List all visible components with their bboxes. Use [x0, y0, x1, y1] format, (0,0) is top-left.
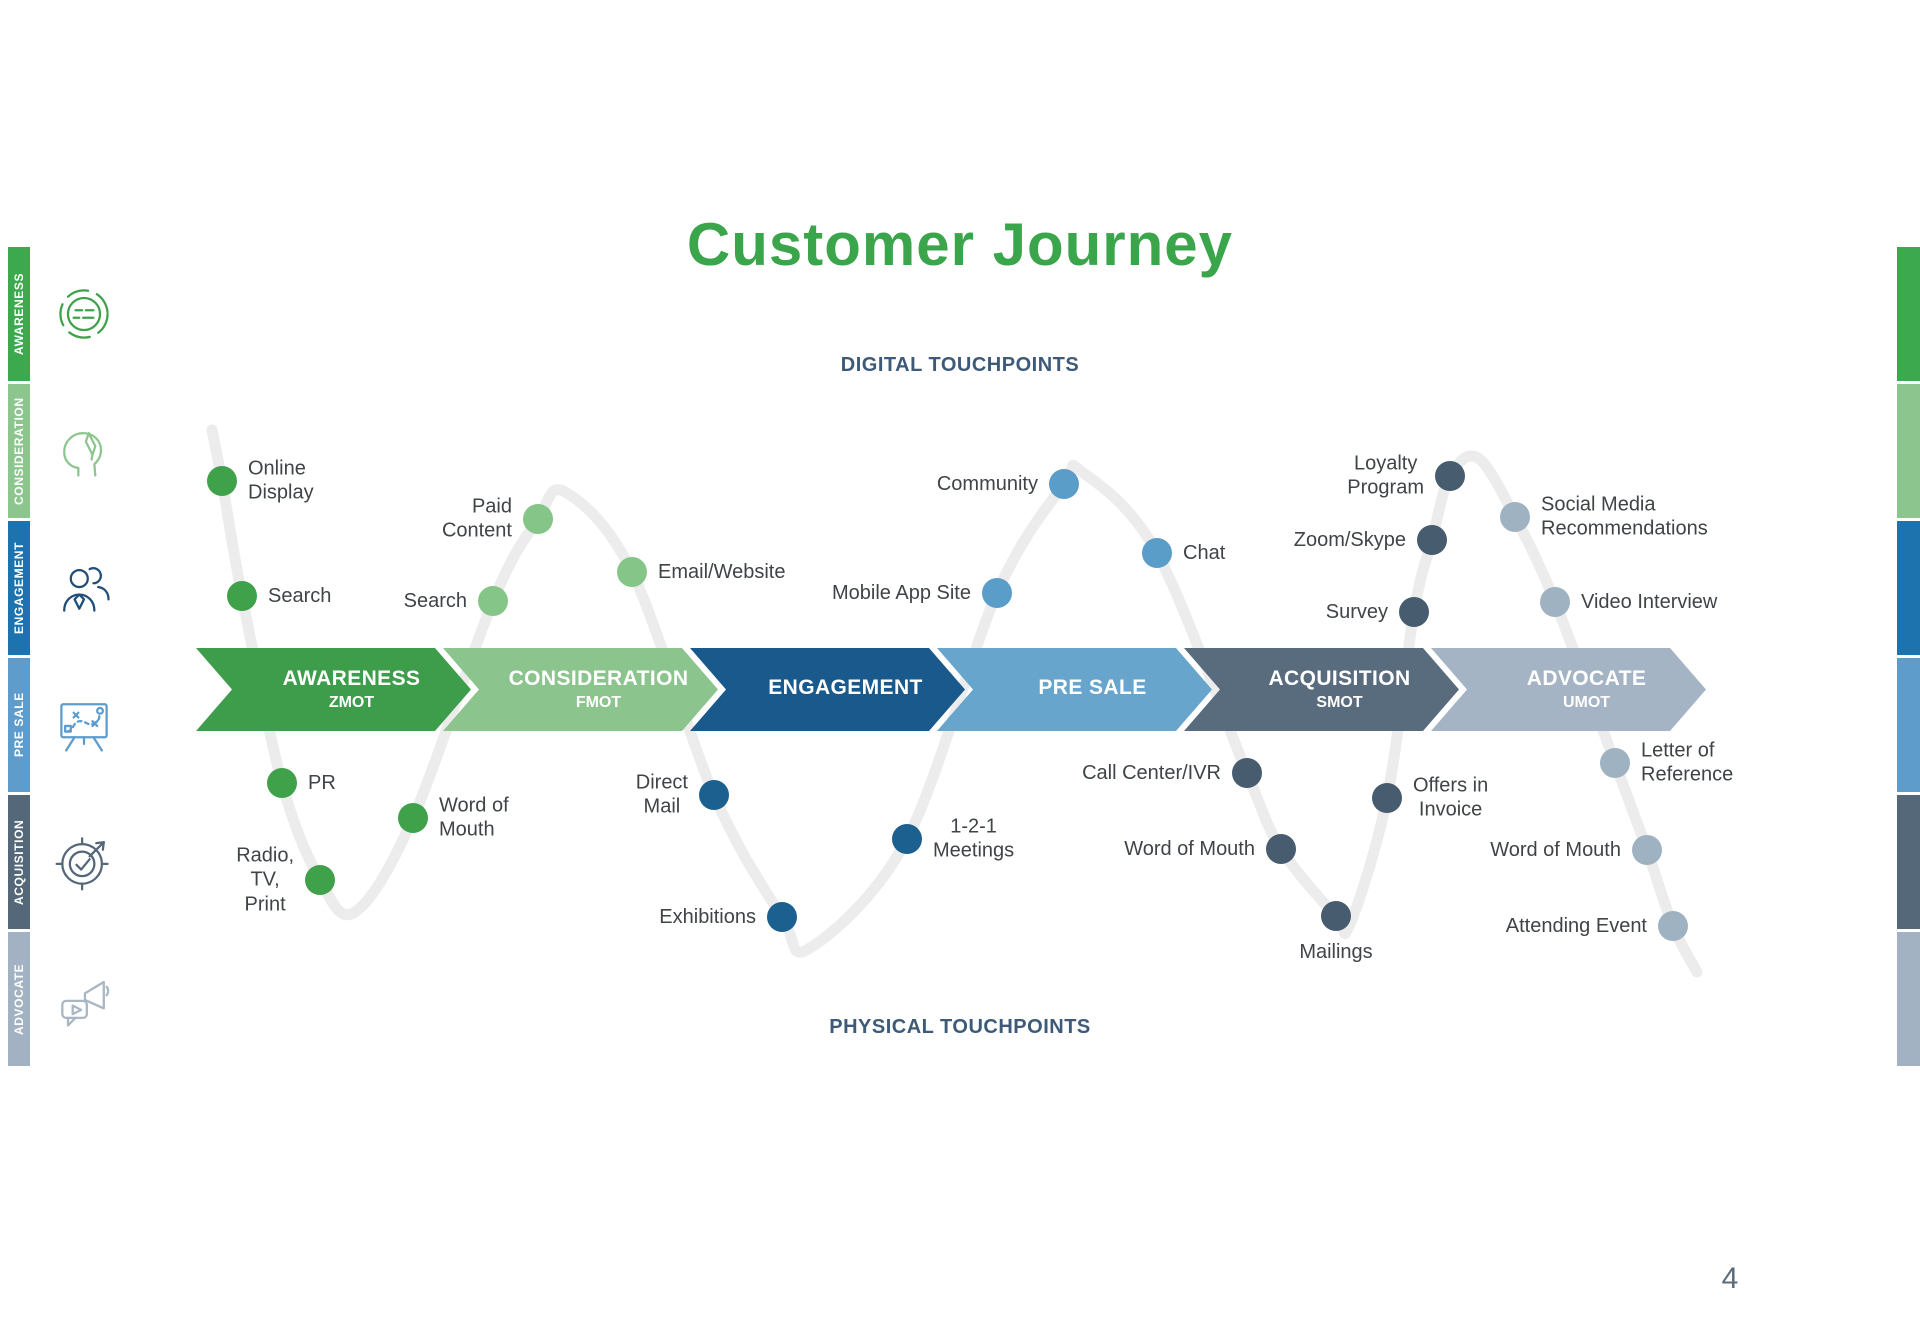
touchpoint-label: Exhibitions — [659, 905, 756, 928]
touchpoint-label: Mailings — [1299, 941, 1373, 963]
touchpoint-dot — [207, 466, 237, 496]
touchpoint-label: Paid Content — [441, 495, 512, 542]
touchpoint-label: Social Media Recommendations — [1541, 493, 1708, 540]
rail-segment-advocate: ADVOCATE — [8, 932, 30, 1066]
stage-chevron-consideration: CONSIDERATION FMOT — [443, 648, 718, 731]
touchpoint-label: Attending Event — [1505, 914, 1647, 937]
touchpoint-label: Chat — [1183, 541, 1226, 564]
digital-touchpoints-label: DIGITAL TOUCHPOINTS — [840, 354, 1080, 376]
touchpoint-dot — [1142, 538, 1172, 568]
touchpoint-label: Email/Website — [658, 560, 786, 583]
touchpoint-dot — [982, 578, 1012, 608]
touchpoint-dot — [398, 803, 428, 833]
stage-chevron-label: CONSIDERATION — [508, 667, 689, 690]
touchpoint-dot — [1049, 469, 1079, 499]
touchpoint-label: PR — [308, 771, 336, 794]
stage-chevron-presale: PRE SALE — [937, 648, 1212, 731]
journey-wave-path — [206, 424, 1703, 978]
touchpoint-dot — [1632, 835, 1662, 865]
head-pencil-icon — [49, 384, 119, 518]
stage-chevron-label: ACQUISITION — [1268, 667, 1411, 690]
people-icon — [49, 521, 119, 655]
stage-chevron-awareness: AWARENESS ZMOT — [196, 648, 471, 731]
rail-segment — [1897, 932, 1920, 1066]
rail-segment — [1897, 384, 1920, 518]
touchpoint-label: 1-2-1 Meetings — [933, 815, 1015, 862]
rail-segment — [1897, 658, 1920, 792]
rail-segment-engagement: ENGAGEMENT — [8, 521, 30, 655]
stage-icon-rail — [49, 247, 119, 1069]
stage-chevron-engagement: ENGAGEMENT — [690, 648, 965, 731]
touchpoint-label: Community — [936, 472, 1038, 495]
strategy-board-icon — [49, 658, 119, 792]
touchpoint-label: Loyalty Program — [1347, 452, 1424, 499]
stage-chevron-label: ENGAGEMENT — [768, 676, 923, 699]
touchpoint-dot — [699, 780, 729, 810]
touchpoint-dot — [1417, 525, 1447, 555]
touchpoint-dot — [305, 865, 335, 895]
touchpoint-label: Radio, TV, Print — [236, 844, 294, 916]
touchpoint-dot — [767, 902, 797, 932]
touchpoint-dot — [1500, 502, 1530, 532]
stage-chevron-sublabel: ZMOT — [328, 694, 375, 711]
touchpoint-label: Mobile App Site — [832, 581, 971, 604]
touchpoint-label: Search — [403, 589, 467, 612]
megaphone-icon — [49, 932, 119, 1066]
touchpoint-dot — [1600, 748, 1630, 778]
touchpoint-label: Survey — [1325, 600, 1388, 623]
stage-chevron-advocate: ADVOCATE UMOT — [1431, 648, 1706, 731]
touchpoint-dot — [1232, 758, 1262, 788]
touchpoint-label: Word of Mouth — [1124, 837, 1255, 860]
touchpoint-label: Zoom/Skype — [1293, 528, 1406, 551]
touchpoint-dot — [1540, 587, 1570, 617]
rail-segment-consideration: CONSIDERATION — [8, 384, 30, 518]
touchpoint-label: Offers in Invoice — [1413, 774, 1489, 821]
touchpoint-label: Word of Mouth — [439, 794, 509, 841]
physical-touchpoints-label: PHYSICAL TOUCHPOINTS — [829, 1016, 1091, 1038]
stage-chevron-label: AWARENESS — [282, 667, 421, 690]
rail-segment-presale: PRE SALE — [8, 658, 30, 792]
globe-chart-icon — [49, 247, 119, 381]
touchpoint-dot — [1266, 834, 1296, 864]
touchpoint-label: Word of Mouth — [1490, 838, 1621, 861]
touchpoint-dot — [1435, 461, 1465, 491]
page-title: Customer Journey — [686, 211, 1234, 278]
touchpoint-dot — [1321, 901, 1351, 931]
touchpoint-label: Direct Mail — [635, 771, 688, 818]
touchpoint-dot — [478, 586, 508, 616]
touchpoint-dot — [227, 581, 257, 611]
touchpoint-dot — [1658, 911, 1688, 941]
touchpoint-dot — [892, 824, 922, 854]
stage-chevron-acquisition: ACQUISITION SMOT — [1184, 648, 1459, 731]
right-color-rail — [1897, 247, 1920, 1069]
touchpoint-label: Online Display — [248, 457, 314, 504]
left-stage-rail: AWARENESS CONSIDERATION ENGAGEMENT PRE S… — [8, 247, 30, 1069]
stage-chevron-label: PRE SALE — [1038, 676, 1147, 699]
stage-chevron-sublabel: FMOT — [575, 694, 622, 711]
touchpoint-dot — [1399, 597, 1429, 627]
rail-segment-awareness: AWARENESS — [8, 247, 30, 381]
rail-segment — [1897, 521, 1920, 655]
rail-segment — [1897, 795, 1920, 929]
touchpoint-dot — [617, 557, 647, 587]
touchpoint-dot — [523, 504, 553, 534]
touchpoint-dot — [267, 768, 297, 798]
page-number: 4 — [1721, 1262, 1739, 1295]
target-arrow-icon — [49, 795, 119, 929]
touchpoint-label: Letter of Reference — [1641, 739, 1734, 786]
touchpoint-label: Search — [268, 584, 332, 607]
stage-chevron-sublabel: SMOT — [1316, 694, 1363, 711]
stage-chevron-label: ADVOCATE — [1526, 667, 1647, 690]
rail-segment-acquisition: ACQUISITION — [8, 795, 30, 929]
touchpoint-dot — [1372, 783, 1402, 813]
rail-segment — [1897, 247, 1920, 381]
touchpoint-label: Video Interview — [1581, 590, 1718, 613]
touchpoint-label: Call Center/IVR — [1082, 761, 1221, 784]
stage-chevron-sublabel: UMOT — [1562, 694, 1611, 711]
